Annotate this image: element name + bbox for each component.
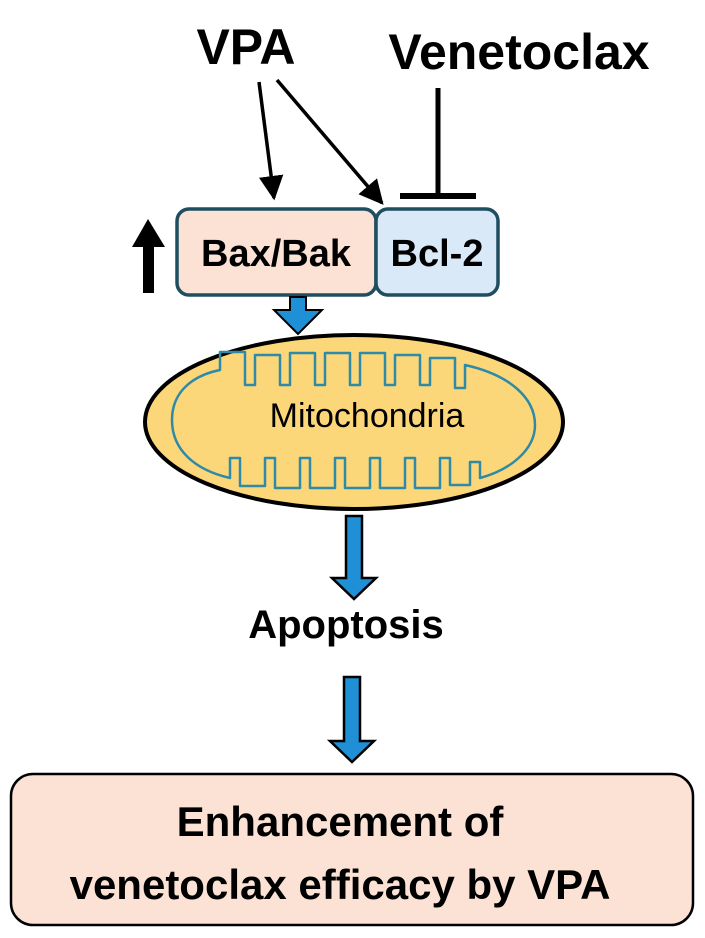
venetoclax-inhibition-symbol [400,88,476,199]
outcome-line-2: venetoclax efficacy by VPA [70,861,611,908]
outcome-line-1: Enhancement of [177,798,505,845]
apoptosis-to-outcome-flow-arrow [326,675,378,764]
bax-bak-box: Bax/Bak [175,207,378,297]
mitochondria-shape: Mitochondria [143,333,565,511]
bax-bak-label: Bax/Bak [201,233,352,275]
bcl-2-box: Bcl-2 [374,207,500,297]
apoptosis-label: Apoptosis [248,603,444,647]
mito-to-apoptosis-flow-arrow [328,514,380,601]
mitochondria-label: Mitochondria [270,397,465,435]
outcome-box: Enhancement of venetoclax efficacy by VP… [9,772,695,927]
bcl-2-label: Bcl-2 [391,233,484,275]
vpa-label: VPA [196,19,295,75]
mitochondria-inner-membrane [170,350,537,490]
venetoclax-label: Venetoclax [388,24,649,80]
vpa-to-bax-arrow [257,81,284,201]
vpa-to-bcl2-arrow [275,78,384,205]
upregulation-arrow-icon [132,219,165,293]
bax-to-mito-flow-arrow [271,296,325,336]
